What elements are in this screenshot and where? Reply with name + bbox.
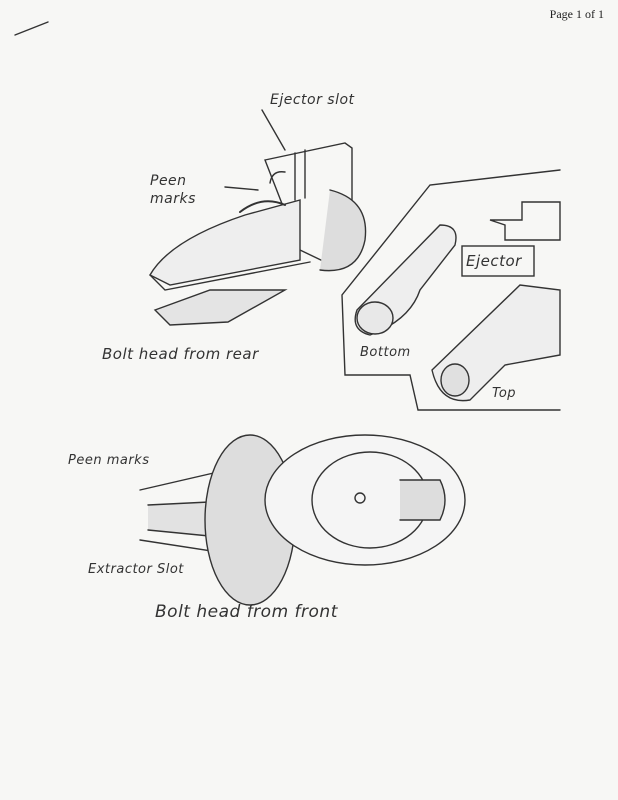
peen-marks-label-rear: Peen marks — [150, 173, 196, 207]
extractor-slot-label: Extractor Slot — [88, 562, 184, 577]
ejector-slot-label: Ejector slot — [270, 92, 355, 108]
page-indicator: Page 1 of 1 — [549, 7, 604, 21]
pen-mark — [14, 21, 49, 36]
rear-caption: Bolt head from rear — [102, 345, 259, 363]
front-caption: Bolt head from front — [155, 602, 338, 622]
bottom-label: Bottom — [360, 345, 411, 360]
top-label: Top — [492, 386, 517, 401]
peen-marks-label-front: Peen marks — [68, 453, 150, 468]
bolt-head-rear-sketch — [149, 109, 367, 326]
ejector-inset-sketch — [341, 169, 561, 411]
ejector-label: Ejector — [466, 252, 522, 270]
bolt-head-front-sketch — [139, 434, 466, 606]
